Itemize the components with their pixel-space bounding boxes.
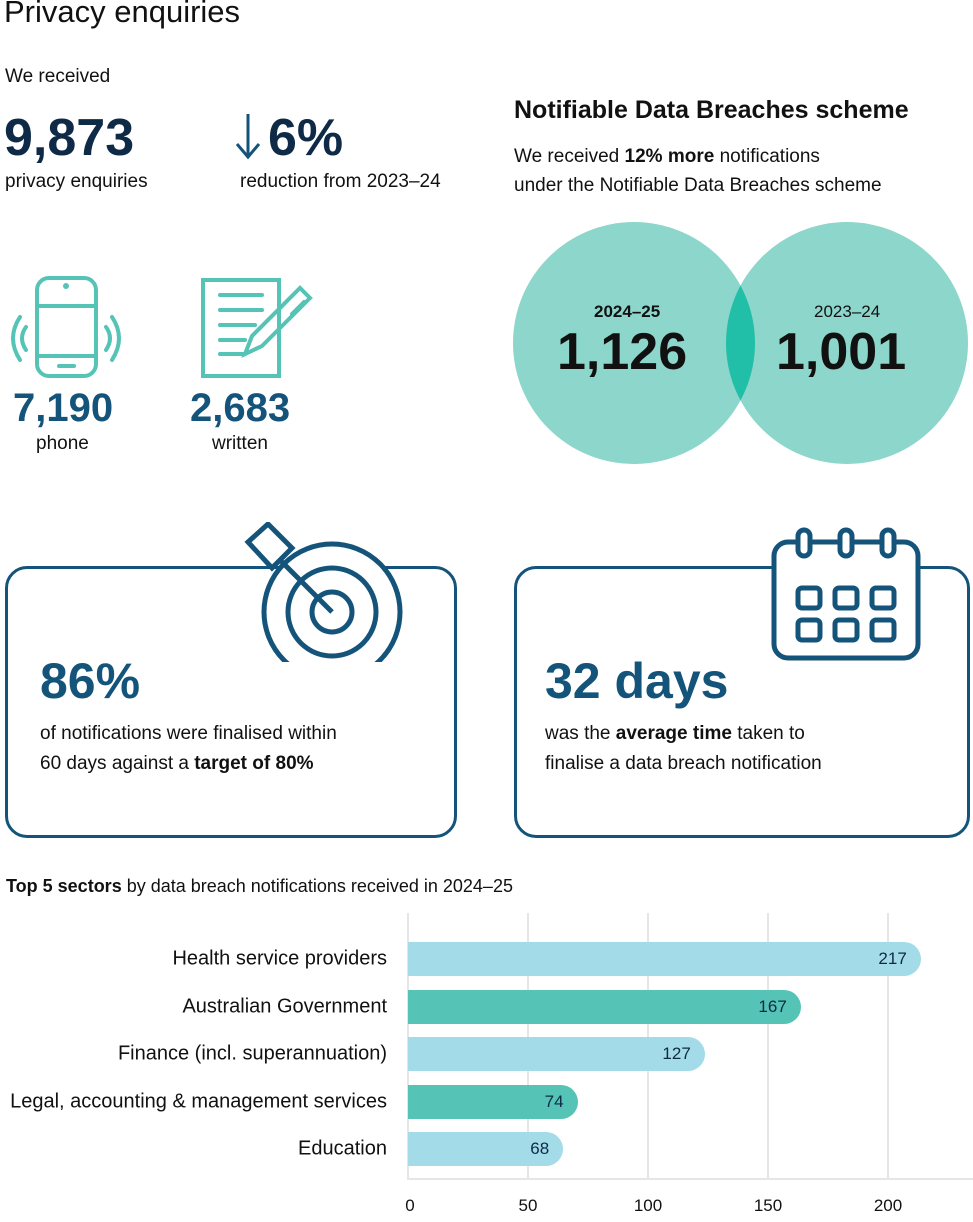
calendar-icon <box>771 527 921 661</box>
chart-title-rest: by data breach notifications received in… <box>121 876 513 896</box>
days-text: taken to <box>731 723 805 744</box>
category-label: Health service providers <box>172 947 387 970</box>
bar-value-label: 74 <box>544 1091 564 1111</box>
category-label: Legal, accounting & management services <box>10 1090 387 1112</box>
target-highlight: target of 80% <box>194 753 314 774</box>
phone-icon <box>11 276 121 378</box>
circle-2023-24 <box>726 222 968 464</box>
bar-value-label: 217 <box>878 949 907 968</box>
circle-2024-25 <box>513 222 755 464</box>
chart-title: Top 5 sectors by data breach notificatio… <box>6 876 513 897</box>
page-title: Privacy enquiries <box>4 0 241 29</box>
x-tick-label: 200 <box>873 1196 903 1215</box>
current-value: 1,126 <box>557 323 688 381</box>
days-text: was the <box>545 723 616 744</box>
target-value: 86% <box>40 653 141 709</box>
target-icon <box>244 522 403 662</box>
category-label: Education <box>298 1137 387 1160</box>
days-highlight: average time <box>615 723 732 744</box>
days-text: finalise a data breach notification <box>545 753 822 774</box>
bar-value-label: 167 <box>758 996 787 1016</box>
days-description: was the average time taken to finalise a… <box>545 719 822 779</box>
x-axis <box>407 1178 973 1180</box>
ndb-description: We received 12% more notifications under… <box>514 142 882 200</box>
ndb-text: under the Notifiable Data Breaches schem… <box>514 175 882 196</box>
bar: 127 <box>408 1037 705 1071</box>
chart-title-bold: Top 5 sectors <box>6 876 122 896</box>
x-tick-label: 150 <box>753 1196 783 1215</box>
bar: 167 <box>408 989 801 1024</box>
ndb-text: notifications <box>714 146 820 167</box>
x-tick-label: 100 <box>633 1196 663 1215</box>
category-label: Finance (incl. superannuation) <box>117 1042 387 1065</box>
ndb-text: We received <box>514 146 625 167</box>
previous-year: 2023–24 <box>814 302 881 321</box>
days-value: 32 days <box>545 653 729 709</box>
current-year: 2024–25 <box>594 302 661 321</box>
change-value: 6% <box>268 109 344 167</box>
gridline <box>767 913 769 1178</box>
bar: 68 <box>408 1132 564 1166</box>
phone-label: phone <box>36 433 89 454</box>
phone-value: 7,190 <box>13 386 114 430</box>
target-description: of notifications were finalised within 6… <box>40 719 337 779</box>
bar: 74 <box>408 1084 578 1119</box>
bar-value-label: 68 <box>530 1139 550 1158</box>
gridline <box>887 913 889 1178</box>
ndb-heading: Notifiable Data Breaches scheme <box>514 96 909 124</box>
written-value: 2,683 <box>190 386 291 430</box>
document-pen-icon <box>201 278 313 378</box>
written-label: written <box>212 433 268 454</box>
bar: 217 <box>408 942 921 976</box>
target-text: of notifications were finalised within <box>40 723 337 744</box>
enquiries-label: privacy enquiries <box>5 171 148 192</box>
arrow-down-icon <box>235 114 261 160</box>
previous-value: 1,001 <box>776 323 907 381</box>
venn-diagram <box>513 222 968 464</box>
enquiries-value: 9,873 <box>4 109 135 167</box>
x-tick-label: 50 <box>518 1196 538 1215</box>
ndb-highlight: 12% more <box>624 146 715 167</box>
category-label: Australian Government <box>182 995 387 1017</box>
received-label: We received <box>5 66 111 87</box>
change-label: reduction from 2023–24 <box>240 171 441 192</box>
target-text: 60 days against a <box>40 753 195 774</box>
bar-value-label: 127 <box>662 1044 691 1063</box>
x-tick-label: 0 <box>405 1196 415 1215</box>
